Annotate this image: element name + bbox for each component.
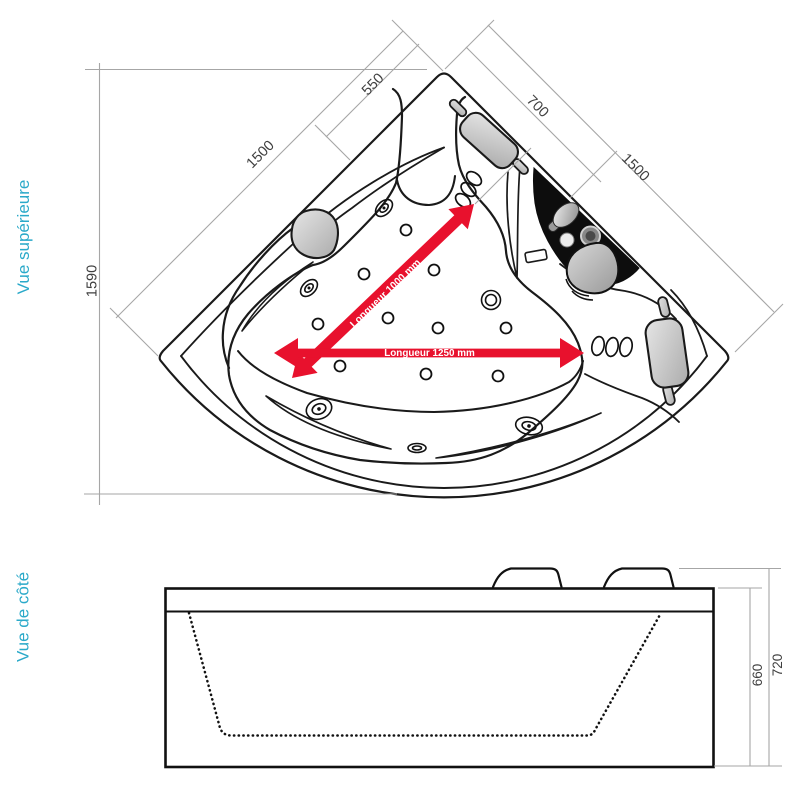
svg-text:1590: 1590 bbox=[85, 265, 101, 297]
svg-text:Longueur 1250 mm: Longueur 1250 mm bbox=[384, 348, 475, 359]
svg-text:Vue de côté: Vue de côté bbox=[14, 572, 33, 662]
svg-text:720: 720 bbox=[770, 654, 785, 677]
svg-text:660: 660 bbox=[750, 664, 765, 687]
svg-text:Vue supérieure: Vue supérieure bbox=[14, 180, 33, 295]
